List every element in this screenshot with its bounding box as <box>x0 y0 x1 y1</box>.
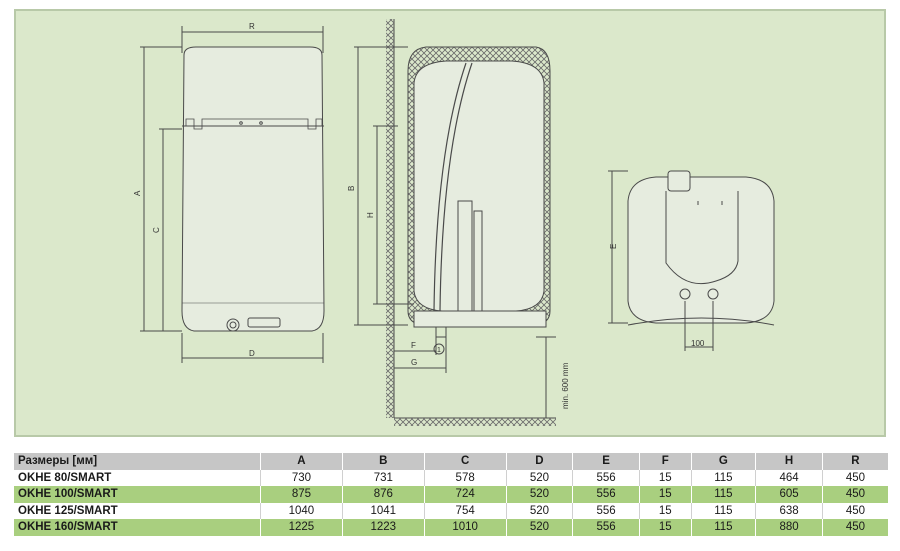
table-cell: 450 <box>821 486 888 503</box>
table-cell: 754 <box>423 502 507 519</box>
table-cell: 520 <box>505 519 573 536</box>
label-b: B <box>347 186 356 191</box>
table-cell: 556 <box>572 502 640 519</box>
table-cell: 724 <box>423 486 507 503</box>
model-name: OKHE 160/SMART <box>14 519 261 536</box>
table-cell: 464 <box>755 469 823 486</box>
table-cell: 520 <box>505 502 573 519</box>
table-cell: 15 <box>638 519 692 536</box>
label-a: A <box>133 190 142 196</box>
table-cell: 556 <box>572 519 640 536</box>
table-cell: 115 <box>690 519 756 536</box>
table-cell: 450 <box>821 502 888 519</box>
table-cell: 1223 <box>341 519 425 536</box>
table-cell: 605 <box>755 486 823 503</box>
table-cell: 876 <box>341 486 425 503</box>
table-cell: 731 <box>341 469 425 486</box>
top-view <box>608 170 775 351</box>
label-d: D <box>249 349 255 358</box>
table-cell: 1225 <box>260 519 343 536</box>
label-c: C <box>152 227 161 233</box>
table-cell: 1041 <box>341 502 425 519</box>
front-view <box>140 26 325 363</box>
table-row: OKHE 160/SMART 1225 1223 1010 520 556 15… <box>14 519 888 536</box>
label-g: G <box>411 358 417 367</box>
label-r: R <box>249 22 255 31</box>
label-min-600: min. 600 mm <box>561 362 570 409</box>
table-cell: 520 <box>505 469 573 486</box>
table-cell: 450 <box>821 519 888 536</box>
table-cell: 15 <box>638 469 692 486</box>
label-100: 100 <box>691 339 705 348</box>
table-cell: 638 <box>755 502 823 519</box>
header-cell: A <box>260 453 343 470</box>
model-name: OKHE 100/SMART <box>14 486 261 503</box>
table-cell: 115 <box>690 486 756 503</box>
table-cell: 520 <box>505 486 573 503</box>
table-cell: 115 <box>690 502 756 519</box>
label-e: E <box>609 244 618 249</box>
technical-drawing-panel: R A C D <box>14 9 886 437</box>
table-cell: 730 <box>260 469 343 486</box>
dimensions-table: Размеры [мм] A B C D E F G H R OKHE 80/S… <box>14 453 888 536</box>
table-cell: 450 <box>821 469 888 486</box>
table-cell: 880 <box>755 519 823 536</box>
header-cell: F <box>638 453 692 470</box>
header-cell: R <box>821 453 888 470</box>
table-header-row: Размеры [мм] A B C D E F G H R <box>14 453 888 470</box>
header-cell: Размеры [мм] <box>14 453 261 470</box>
table-cell: 875 <box>260 486 343 503</box>
table-row: OKHE 125/SMART 1040 1041 754 520 556 15 … <box>14 502 888 519</box>
header-cell: B <box>341 453 425 470</box>
header-cell: E <box>572 453 640 470</box>
header-cell: H <box>755 453 823 470</box>
table-cell: 1040 <box>260 502 343 519</box>
technical-drawing: R A C D <box>133 19 775 426</box>
table-cell: 578 <box>423 469 507 486</box>
table-row: OKHE 100/SMART 875 876 724 520 556 15 11… <box>14 486 888 503</box>
model-name: OKHE 125/SMART <box>14 502 261 519</box>
header-cell: D <box>505 453 573 470</box>
side-view <box>354 19 556 426</box>
model-name: OKHE 80/SMART <box>14 469 261 486</box>
table-cell: 556 <box>572 469 640 486</box>
table-row: OKHE 80/SMART 730 731 578 520 556 15 115… <box>14 469 888 486</box>
callout-1: 1 <box>437 347 441 354</box>
header-cell: C <box>423 453 507 470</box>
table-cell: 115 <box>690 469 756 486</box>
table-cell: 556 <box>572 486 640 503</box>
header-cell: G <box>690 453 756 470</box>
label-h: H <box>366 212 375 218</box>
table-cell: 1010 <box>423 519 507 536</box>
table-cell: 15 <box>638 486 692 503</box>
table-cell: 15 <box>638 502 692 519</box>
label-f: F <box>411 341 416 350</box>
